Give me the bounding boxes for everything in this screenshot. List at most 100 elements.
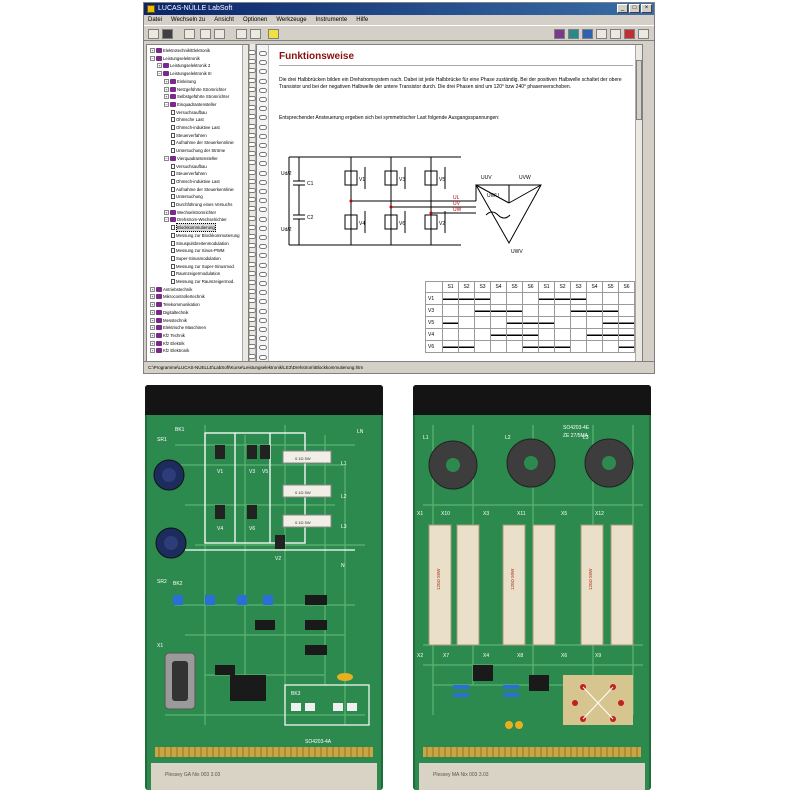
tree-item[interactable]: +Wechselstromrichter [164,209,216,216]
close-button[interactable]: × [641,4,652,13]
tree-expander-icon[interactable]: + [150,340,155,346]
tree-item[interactable]: Ohmsch-induktive Last [171,178,220,185]
tree-item[interactable]: Untersuchung der Ströme [171,147,225,154]
tree-expander-icon[interactable]: + [150,286,155,292]
tree-scrollbar[interactable] [242,45,248,361]
tree-item-label: Steuerverfahren [176,171,207,177]
tree-item[interactable]: +Telekommunikation [150,301,200,308]
tree-item[interactable]: +Leistungselektronik 2 [157,62,210,69]
tree-item[interactable]: Untersuchung [171,193,203,200]
bookmark-icon[interactable] [268,29,279,39]
tree-expander-icon[interactable]: + [150,302,155,308]
tree-item[interactable]: +Einleitung [164,78,196,85]
tree-item[interactable]: Messung zur Blockkommutierung [171,232,240,239]
menu-instrumente[interactable]: Instrumente [315,17,348,23]
tree-expander-icon[interactable]: − [157,71,162,77]
tree-item[interactable]: Messung zur Sinus-PWM [171,247,224,254]
menu-werkzeuge[interactable]: Werkzeuge [276,17,307,23]
tree-expander-icon[interactable]: − [164,101,169,107]
print-icon[interactable] [184,29,195,39]
switch-off-cell [602,340,619,353]
tree-item[interactable]: +Kfz Elektronik [150,347,189,354]
tree-item[interactable]: Messung zur Raumzeigermod. [171,278,235,285]
tree-item[interactable]: Steuerverfahren [171,170,207,177]
tree-expander-icon[interactable]: + [150,348,155,354]
instrument-icon[interactable] [568,29,579,39]
forward-arrow-icon[interactable] [250,29,261,39]
tree-item[interactable]: Durchführung eines Versuchs [171,201,232,208]
tree-expander-icon[interactable]: + [150,309,155,315]
tree-expander-icon[interactable]: + [150,332,155,338]
save-icon[interactable] [162,29,173,39]
menu-ansicht[interactable]: Ansicht [214,17,234,23]
switch-on-cell [522,340,539,353]
tree-item[interactable]: +Antriebstechnik [150,286,192,293]
tree-expander-icon[interactable]: + [150,48,155,53]
tree-expander-icon[interactable]: + [164,94,169,100]
tree-expander-icon[interactable]: + [164,86,169,92]
tree-item[interactable]: −Drehstrom-Wechselrichter [164,216,227,223]
tree-item[interactable]: Aufnahme der Steuerkennlinie [171,139,234,146]
tree-item[interactable]: +Elektrische Maschinen [150,324,206,331]
new-document-icon[interactable] [148,29,159,39]
tree-item[interactable]: Versuchsaufbau [171,109,207,116]
content-scroll-thumb[interactable] [636,60,642,120]
pcb-label-bk2: BK2 [173,581,183,587]
tree-item[interactable]: Ohmsche Last [171,116,204,123]
oscilloscope-icon[interactable] [596,29,607,39]
resistor-label-3: 0.1Ω 5W [295,520,311,525]
tree-item[interactable]: +Kfz Elektrik [150,340,185,347]
tree-item[interactable]: Ohmsch-induktive Last [171,124,220,131]
tree-expander-icon[interactable]: + [164,78,169,84]
tree-item[interactable]: +Messtechnik [150,317,187,324]
tree-item[interactable]: +Selbstgeführte Stromrichter [164,93,229,100]
menu-datei[interactable]: Datei [148,17,163,23]
tree-item[interactable]: −Leistungselektronik III [157,70,212,77]
tree-expander-icon[interactable]: + [164,209,169,215]
tree-expander-icon[interactable]: − [150,55,155,61]
spiral-ring [259,198,267,204]
tree-item[interactable]: +Digitaltechnik [150,309,189,316]
tree-expander-icon[interactable]: + [157,63,162,69]
tree-expander-icon[interactable]: − [164,217,169,223]
tree-item[interactable]: Aufnahme der Steuerkennlinie [171,186,234,193]
course-book-icon[interactable] [554,29,565,39]
table-icon[interactable] [582,29,593,39]
tree-expander-icon[interactable]: + [150,317,155,323]
tree-item[interactable]: +Kfz Technik [150,332,185,339]
menu-optionen[interactable]: Optionen [242,17,268,23]
title-bar[interactable]: LUCAS-NÜLLE LabSoft _ □ × [144,3,654,15]
pane-splitter[interactable] [248,44,256,362]
tree-item[interactable]: Blockkommutierung [171,223,216,233]
tree-item[interactable]: Steuerverfahren [171,132,207,139]
tree-item[interactable]: −Leistungselektronik [150,55,200,62]
tree-item[interactable]: Sinuspulsbreitenmodulation [171,240,229,247]
minimize-button[interactable]: _ [617,4,628,13]
stop-icon[interactable] [624,29,635,39]
menu-wechseln-zu[interactable]: Wechseln zu [171,17,206,23]
help-icon[interactable] [638,29,649,39]
row-label: V4 [425,328,443,341]
tree-item[interactable]: Super-Sinusmodulation [171,255,221,262]
course-tree[interactable]: +Elektrotechnik/Elektronik−Leistungselek… [146,44,249,362]
spiral-ring [259,354,267,360]
back-arrow-icon[interactable] [236,29,247,39]
menu-hilfe[interactable]: Hilfe [356,17,369,23]
cut-icon[interactable] [200,29,211,39]
tree-expander-icon[interactable]: − [164,155,169,161]
meter-icon[interactable] [610,29,621,39]
tree-item[interactable]: Messung zur Super-Sinusmod. [171,263,235,270]
tree-item[interactable]: −Vierquadrantensteller [164,155,218,162]
tree-expander-icon[interactable]: + [150,294,155,300]
tree-item[interactable]: +Elektrotechnik/Elektronik [150,47,210,54]
tree-item[interactable]: +Mikrocontrollertechnik [150,293,205,300]
content-scrollbar[interactable] [635,45,642,361]
tree-item[interactable]: −Einquadrantensteller [164,101,216,108]
tree-item[interactable]: Versuchsaufbau [171,163,207,170]
spiral-ring [248,335,256,341]
copy-icon[interactable] [214,29,225,39]
tree-item[interactable]: Raumzeigermodulation [171,270,220,277]
tree-expander-icon[interactable]: + [150,325,155,331]
tree-item[interactable]: +Netzgeführte Stromrichter [164,86,226,93]
maximize-button[interactable]: □ [629,4,640,13]
